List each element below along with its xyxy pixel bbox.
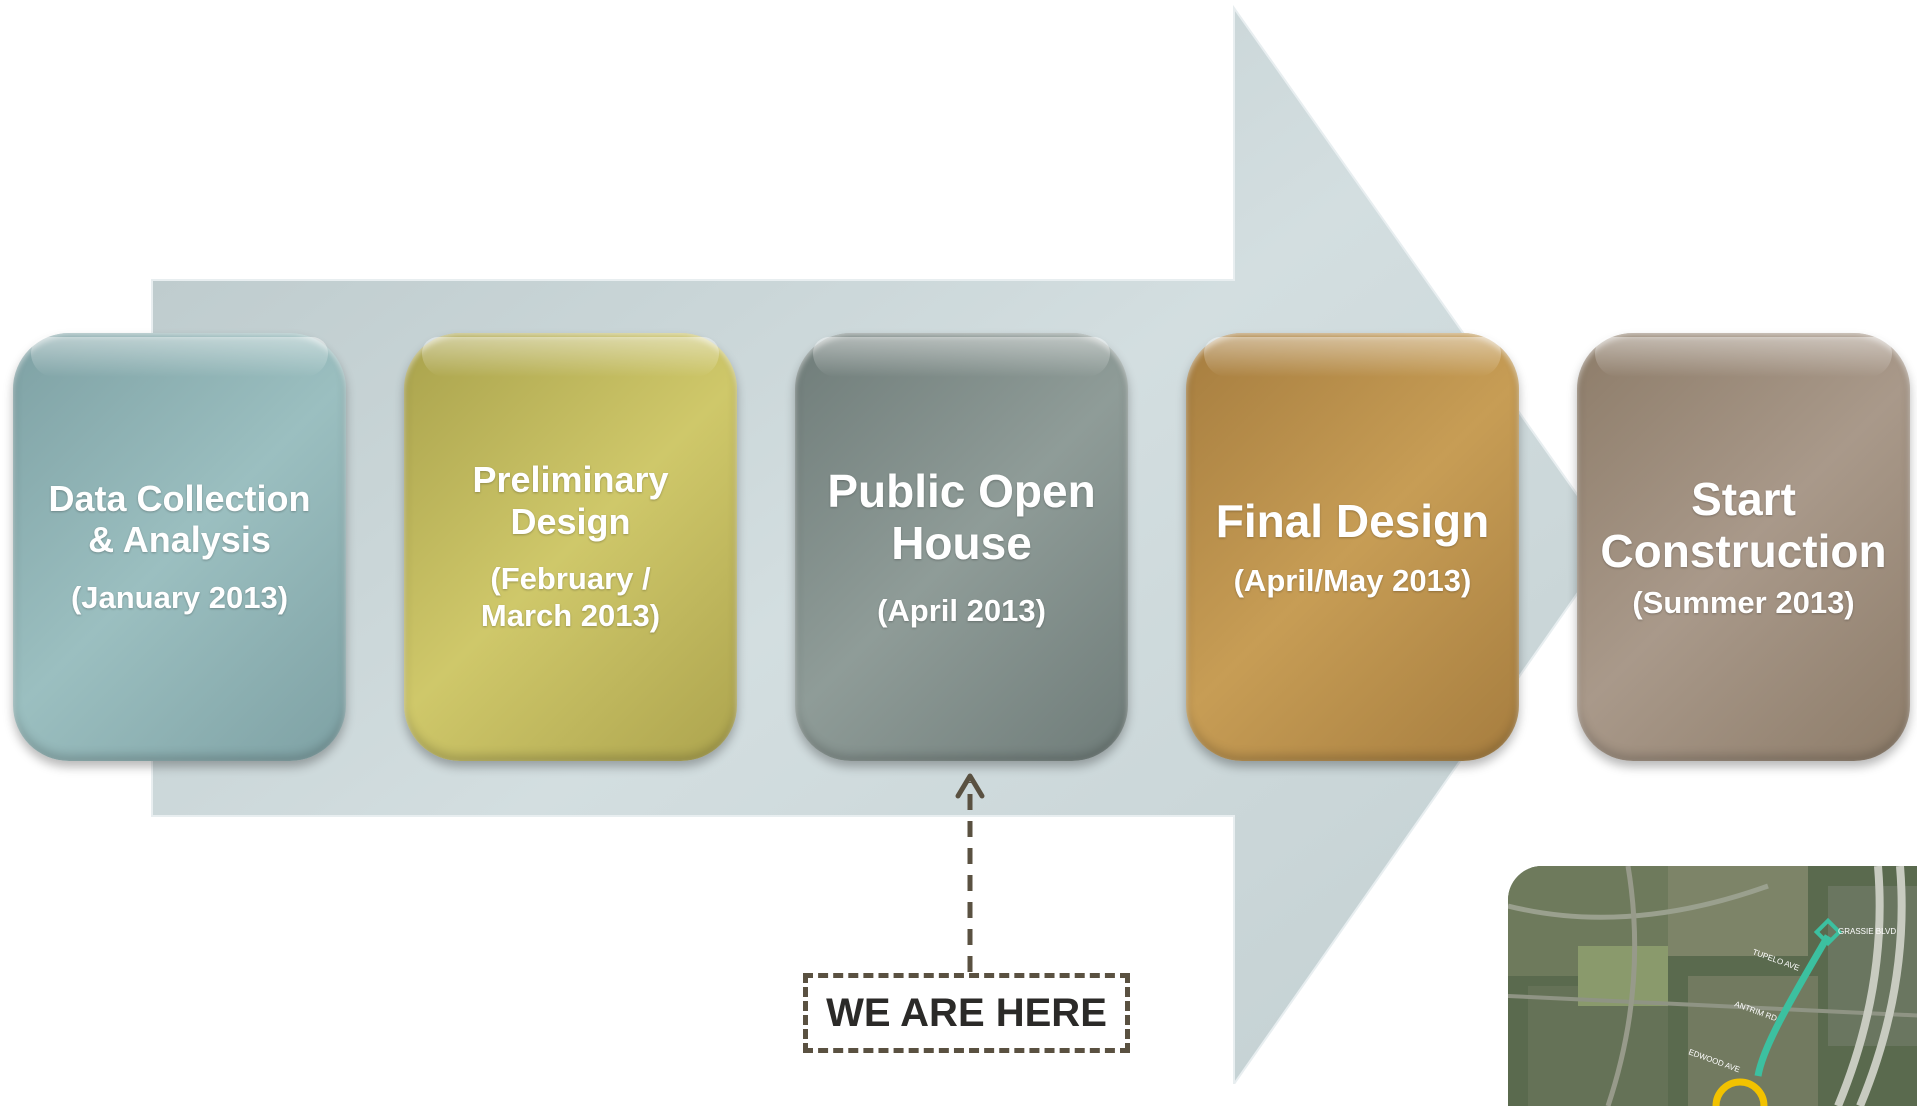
stage-preliminary-design: Preliminary Design (February / March 201… (404, 333, 737, 761)
stage-date: (January 2013) (70, 579, 289, 615)
stage-title: Final Design (1215, 494, 1490, 547)
stage-title: Start Construction (1600, 472, 1887, 578)
map-label-grassie: GRASSIE BLVD (1838, 927, 1896, 936)
stage-data-collection: Data Collection & Analysis (January 2013… (13, 333, 346, 761)
stage-title: Data Collection & Analysis (48, 478, 311, 561)
stage-start-construction: Start Construction (Summer 2013) (1577, 333, 1910, 761)
we-are-here-label: WE ARE HERE (803, 973, 1130, 1053)
stage-date: (April 2013) (877, 593, 1046, 629)
stage-date: (April/May 2013) (1233, 562, 1472, 598)
stage-date: (Summer 2013) (1632, 585, 1855, 621)
stage-date: (February / March 2013) (480, 561, 661, 634)
map-thumbnail: GRASSIE BLVD TUPELO AVE ANTRIM RD EDWOOD… (1508, 866, 1917, 1106)
stage-title: Public Open House (827, 464, 1096, 570)
stage-title: Preliminary Design (472, 459, 669, 542)
stage-public-open-house: Public Open House (April 2013) (795, 333, 1128, 761)
stage-final-design: Final Design (April/May 2013) (1186, 333, 1519, 761)
